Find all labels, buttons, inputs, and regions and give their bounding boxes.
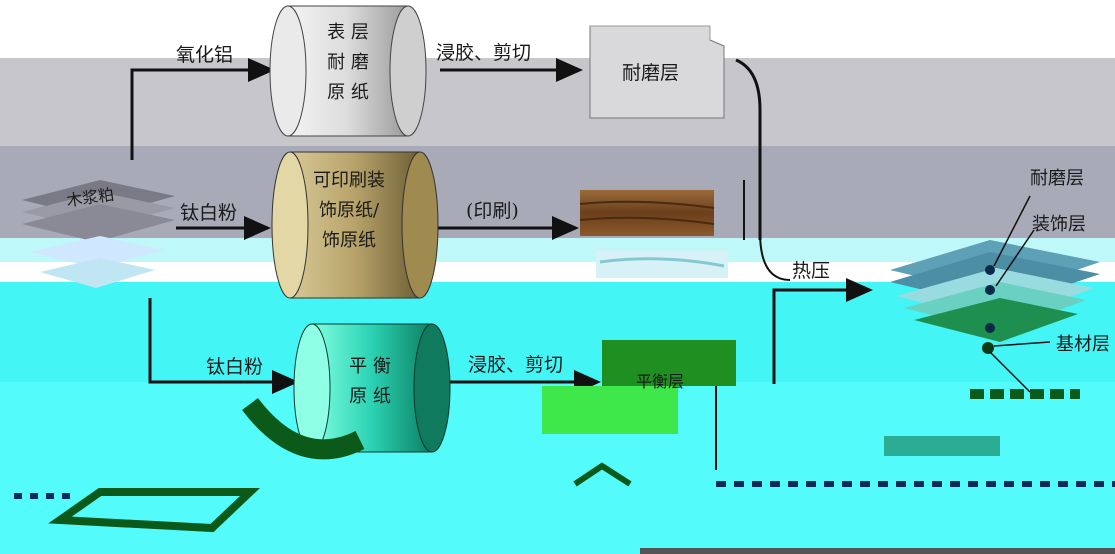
balance-layer-label: 平衡层 [636, 372, 685, 391]
label-impregnate-cut-top: 浸胶、剪切 [436, 42, 532, 64]
cyan-band-thin [0, 238, 1115, 262]
label-printing: (印刷) [466, 200, 519, 222]
laminate-product [890, 195, 1100, 399]
wear-layer-sheet [589, 25, 725, 119]
bottom-strip [640, 548, 1115, 554]
arrow-to-balance-paper [148, 298, 299, 394]
product-core-label: 基材层 [1056, 334, 1110, 355]
decor-layer-sheet [579, 190, 728, 278]
label-titanium-top: 钛白粉 [180, 202, 238, 224]
cylinder-balance-paper [242, 323, 451, 460]
balance-layer-sheet [542, 340, 736, 487]
arrow-to-surface-paper [130, 58, 275, 160]
label-titanium-bottom: 钛白粉 [206, 356, 264, 378]
label-hot-press: 热压 [792, 260, 831, 282]
bottom-caption-block [884, 436, 1000, 456]
label-impregnate-cut-bottom: 浸胶、剪切 [468, 354, 564, 376]
wear-layer-label: 耐磨层 [622, 62, 680, 84]
bottom-sheet-outline [48, 488, 261, 533]
pulp-stack [22, 180, 175, 288]
product-decor-label: 装饰层 [1032, 214, 1086, 235]
cylinder-decor-paper [271, 151, 439, 299]
cylinder-balance-text: 平 衡 原 纸 [349, 356, 391, 407]
cylinder-decor-text: 可印刷装 饰原纸/ 饰原纸 [313, 170, 385, 251]
cylinder-surface-paper [269, 5, 427, 137]
connector-wear-to-press [735, 58, 762, 240]
arrow-to-product [772, 278, 873, 384]
cylinder-surface-text: 表 层 耐 磨 原 纸 [327, 22, 369, 103]
product-wear-label: 耐磨层 [1030, 168, 1084, 189]
label-alumina: 氧化铝 [176, 44, 234, 66]
